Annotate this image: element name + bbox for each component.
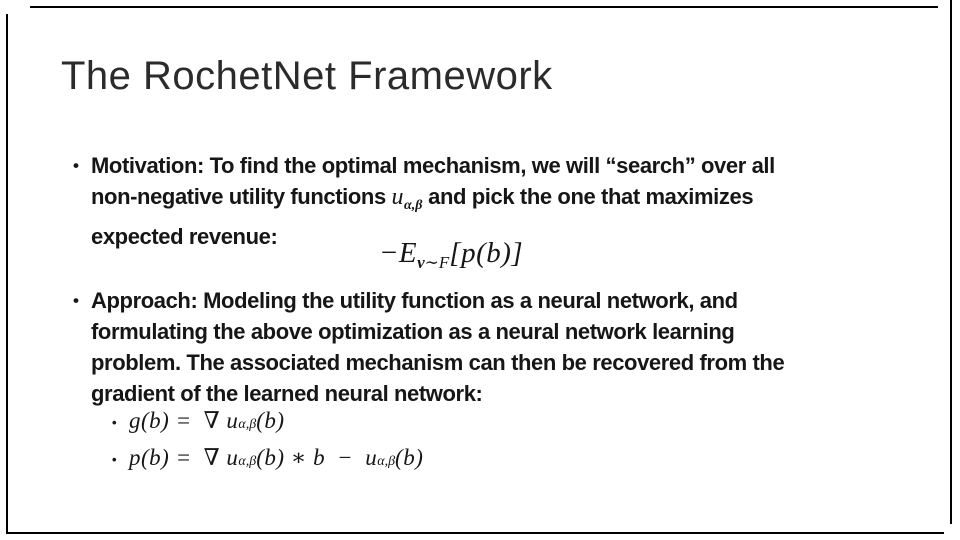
slide-title: The RochetNet Framework: [61, 54, 553, 98]
slide-border-bottom: [6, 532, 944, 534]
sub-bullet-marker: •: [112, 415, 117, 430]
g-formula-post: (b): [256, 408, 285, 433]
motivation-line-2-pre: non-negative utility functions: [91, 184, 392, 209]
formula-subscript: v∼F: [417, 253, 449, 272]
bullet-marker: •: [73, 291, 79, 310]
bullet-approach-text: Approach: Modeling the utility function …: [91, 285, 785, 409]
motivation-line-2: non-negative utility functions uα,β and …: [91, 181, 775, 221]
g-formula-u: u: [226, 408, 239, 433]
slide-border-left: [6, 14, 8, 534]
motivation-line-3: expected revenue:: [91, 224, 278, 249]
sub-bullet-marker: •: [112, 452, 117, 467]
formula-subscript-v: v: [417, 253, 425, 272]
slide-border-top: [30, 6, 938, 8]
inline-math-u-alpha-beta: uα,β: [391, 184, 423, 213]
bullet-motivation-text: Motivation: To find the optimal mechanis…: [91, 150, 775, 252]
motivation-line-1: Motivation: To find the optimal mechanis…: [91, 153, 775, 178]
g-formula-subscript: α,β: [238, 417, 257, 432]
p-formula-u1: u: [226, 445, 239, 470]
math-u-subscript: α,β: [404, 198, 423, 213]
bullet-approach: • Approach: Modeling the utility functio…: [73, 285, 785, 409]
approach-line-4: gradient of the learned neural network:: [91, 381, 483, 406]
p-formula-mid: (b) ∗ b −: [256, 445, 366, 470]
motivation-line-2-post: and pick the one that maximizes: [422, 184, 754, 209]
slide-border-right: [950, 0, 952, 524]
approach-line-2: formulating the above optimization as a …: [91, 319, 735, 344]
p-formula-post: (b): [395, 445, 424, 470]
formula-subscript-distribution: ∼F: [424, 253, 450, 272]
expected-revenue-formula: −Ev∼F[p(b)]: [0, 237, 902, 273]
formula-neg-expectation: −E: [378, 237, 418, 269]
p-formula-subscript-1: α,β: [238, 454, 257, 469]
approach-line-3: problem. The associated mechanism can th…: [91, 350, 785, 375]
p-formula-pre: p(b) = ∇: [129, 445, 227, 470]
p-formula-subscript-2: α,β: [377, 454, 396, 469]
approach-line-1: Approach: Modeling the utility function …: [91, 288, 738, 313]
formula-payment-term: [p(b)]: [449, 237, 524, 269]
bullet-marker: •: [73, 156, 79, 175]
p-formula-u2: u: [365, 445, 378, 470]
math-u-base: u: [391, 184, 404, 210]
g-formula-pre: g(b) = ∇: [129, 408, 227, 433]
bullet-motivation: • Motivation: To find the optimal mechan…: [73, 150, 775, 252]
